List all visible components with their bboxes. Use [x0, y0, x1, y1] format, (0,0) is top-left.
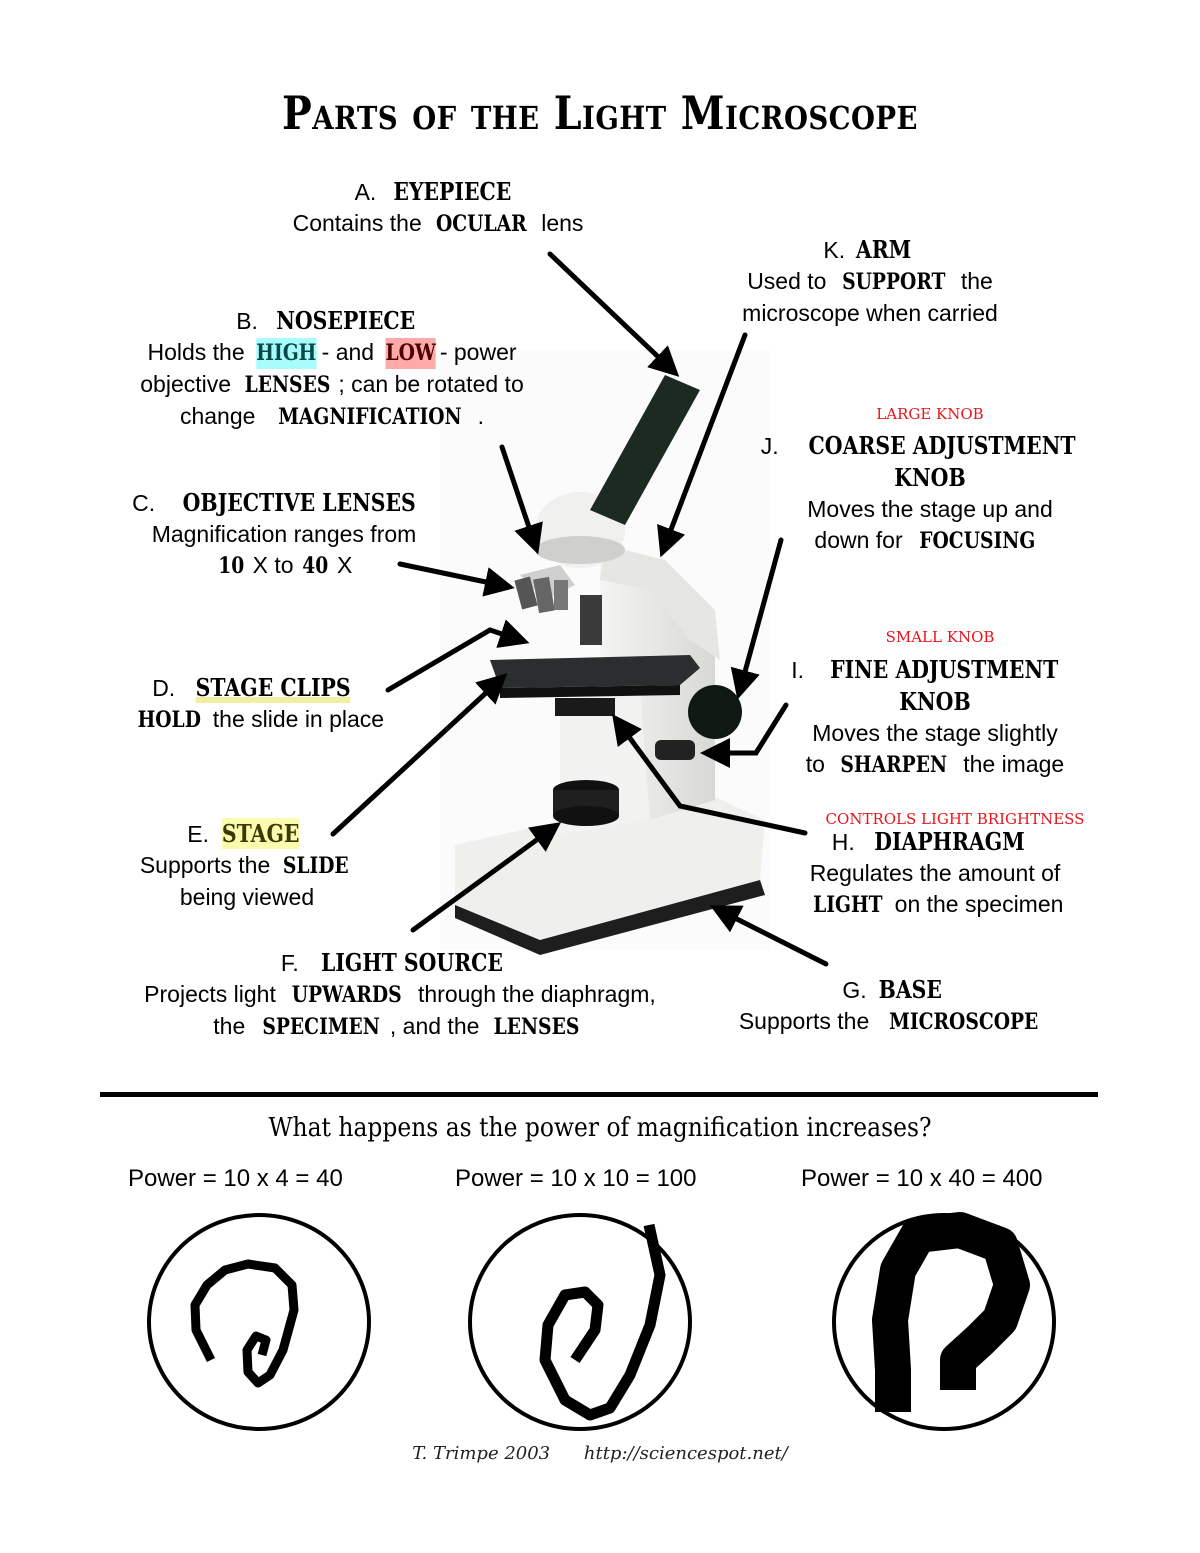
label-light-source: F. LIGHT SOURCE Projects light UPWARDS t…	[144, 948, 656, 1040]
note-controls-light-brightness: CONTROLS LIGHT BRIGHTNESS	[825, 810, 1085, 828]
page-title: Parts of the Light Microscope	[282, 86, 918, 140]
power-label-40: Power = 10 x 4 = 40	[128, 1165, 343, 1192]
label-stage: E. STAGE Supports the SLIDE being viewed	[139, 818, 349, 910]
label-stage-clips: D. STAGE CLIPS HOLD the slide in place	[137, 673, 385, 733]
label-eyepiece: A. EYEPIECE Contains the OCULAR lens	[292, 177, 584, 237]
footer: T. Trimpe 2003 http://sciencespot.net/	[0, 1443, 1200, 1464]
label-nosepiece: B. NOSEPIECE Holds the HIGH- and LOW- po…	[140, 306, 524, 430]
magnification-question: What happens as the power of magnificati…	[268, 1113, 932, 1143]
footer-url[interactable]: http://sciencespot.net/	[583, 1443, 788, 1464]
note-small-knob: SMALL KNOB	[885, 628, 995, 646]
label-objective-lenses: C. OBJECTIVE LENSES Magnification ranges…	[132, 488, 417, 579]
view-400x	[832, 1212, 1056, 1431]
power-label-100: Power = 10 x 10 = 100	[455, 1165, 697, 1192]
high-power-highlight: HIGH	[256, 338, 317, 369]
label-fine-adjustment-knob: I. FINE ADJUSTMENT KNOB Moves the stage …	[791, 655, 1065, 778]
footer-author: T. Trimpe 2003	[412, 1443, 551, 1464]
low-power-highlight: LOW	[384, 338, 436, 369]
view-40x	[147, 1213, 371, 1431]
microscope-illustration	[330, 251, 829, 967]
label-diaphragm: H. DIAPHRAGM Regulates the amount of LIG…	[809, 827, 1064, 918]
power-label-400: Power = 10 x 40 = 400	[801, 1165, 1043, 1192]
label-base: G. BASE Supports the MICROSCOPE	[738, 975, 1038, 1035]
section-divider	[100, 1092, 1098, 1097]
view-100x	[468, 1213, 692, 1431]
note-large-knob: LARGE KNOB	[876, 405, 984, 423]
label-coarse-adjustment-knob: J. COARSE ADJUSTMENT KNOB Moves the stag…	[760, 431, 1076, 554]
label-arm: K. ARM Used to SUPPORT the microscope wh…	[742, 235, 998, 326]
